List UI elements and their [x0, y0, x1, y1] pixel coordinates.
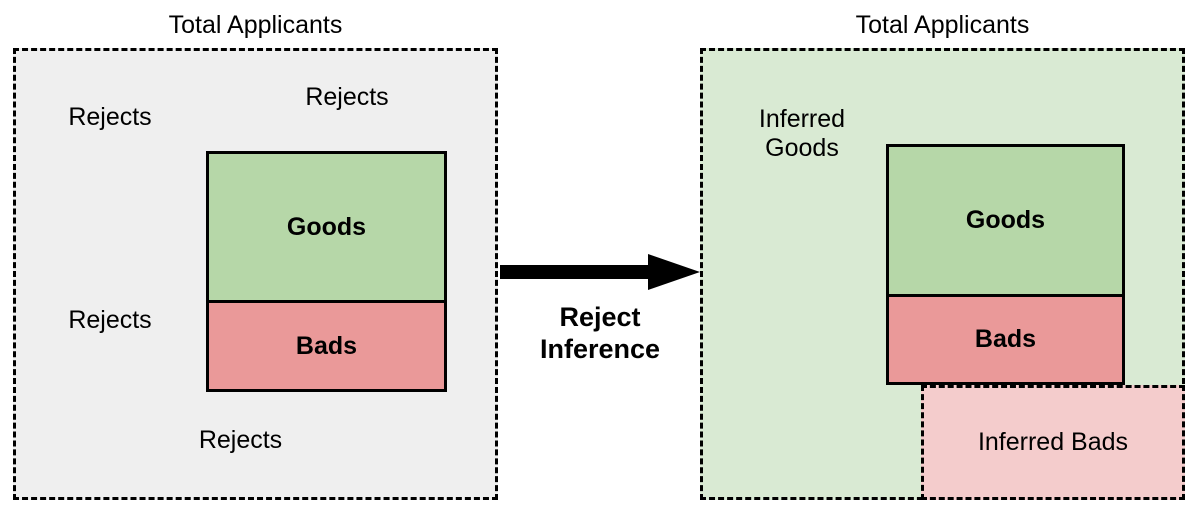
arrow-head-icon — [648, 254, 700, 290]
left-reject-label-bottom: Rejects — [198, 426, 283, 454]
left-panel-caption: Total Applicants — [168, 11, 343, 39]
transition-caption: Reject Inference — [539, 302, 661, 364]
right-goods-block: Goods — [886, 144, 1125, 297]
reject-inference-arrow — [500, 254, 700, 290]
left-bads-label: Bads — [295, 331, 358, 360]
inferred-goods-label: Inferred Goods — [758, 105, 846, 162]
right-panel-caption: Total Applicants — [855, 11, 1030, 39]
left-goods-label: Goods — [286, 212, 367, 241]
inferred-bads-label: Inferred Bads — [977, 428, 1129, 457]
left-reject-label-middle-left: Rejects — [68, 306, 152, 334]
inferred-bads-box: Inferred Bads — [921, 385, 1185, 500]
right-bads-label: Bads — [974, 325, 1037, 353]
right-goods-label: Goods — [965, 206, 1046, 234]
left-reject-label-top-right: Rejects — [305, 83, 389, 111]
left-goods-block: Goods — [206, 151, 447, 303]
left-bads-block: Bads — [206, 303, 447, 392]
right-bads-block: Bads — [886, 297, 1125, 385]
arrow-shaft-icon — [500, 265, 650, 279]
left-reject-label-top-left: Rejects — [68, 103, 152, 131]
